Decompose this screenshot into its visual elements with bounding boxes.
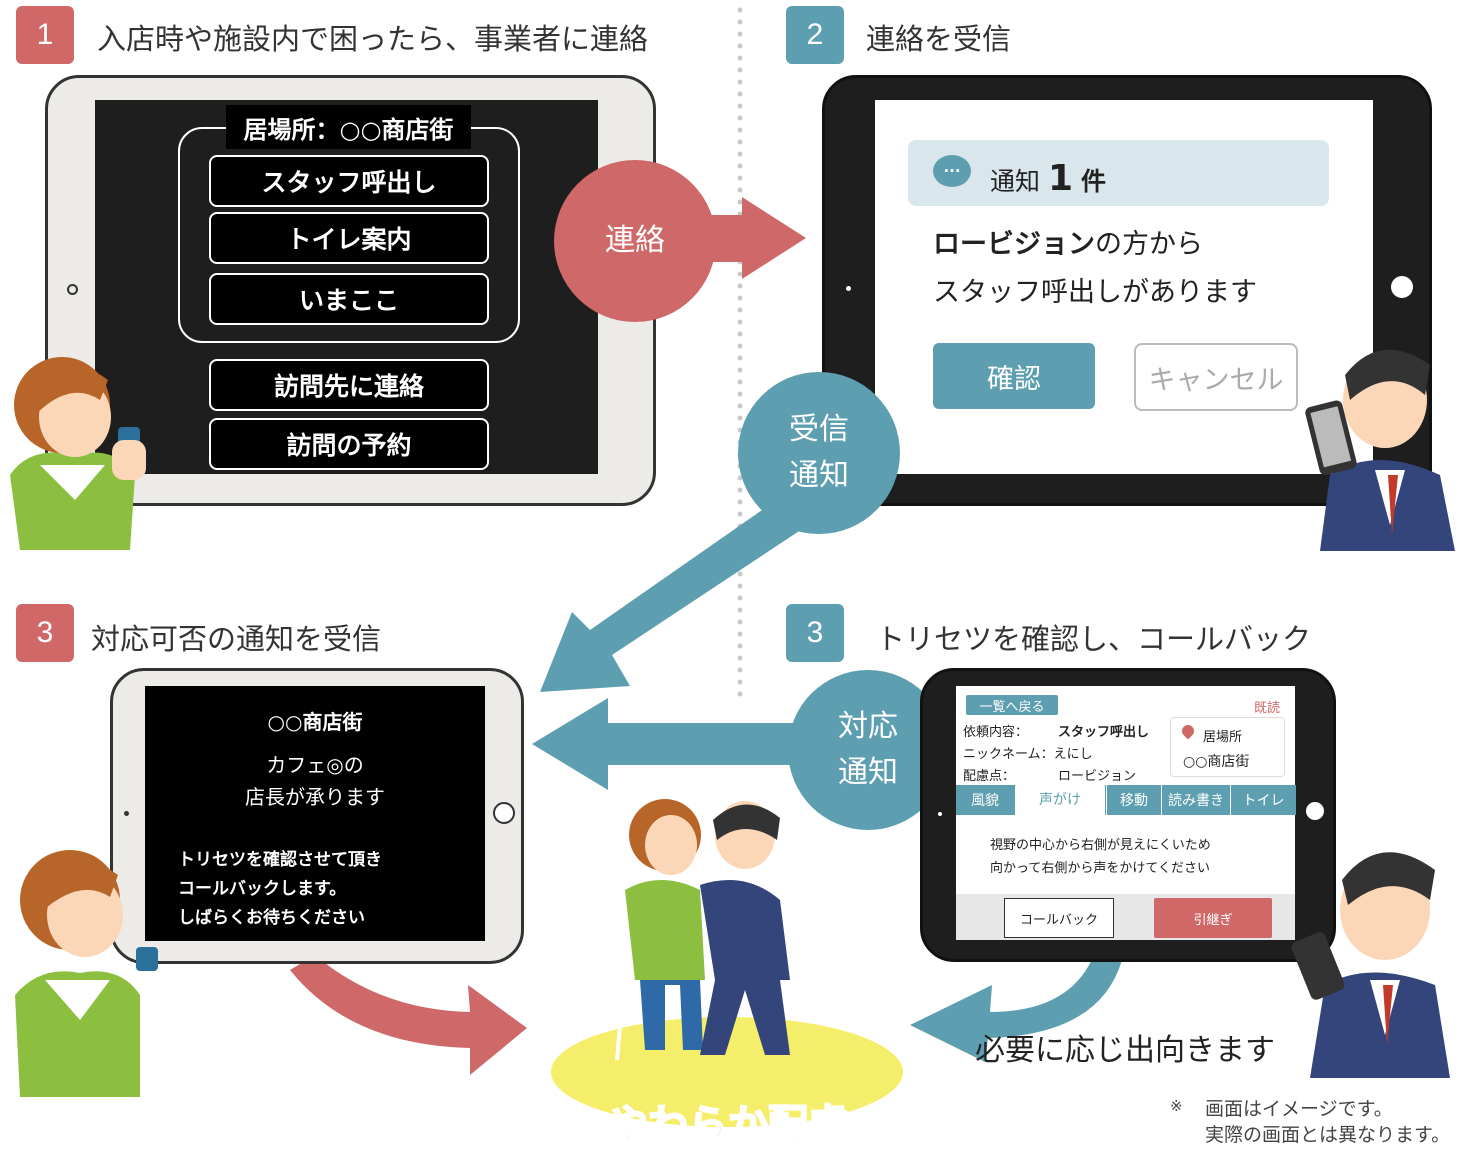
contact-circle: 連絡 (554, 160, 716, 322)
tab-movement[interactable]: 移動 (1106, 785, 1161, 815)
tablet-3-screen (145, 686, 485, 941)
tab-reading[interactable]: 読み書き (1161, 785, 1230, 815)
woman-with-smartwatch-illustration (10, 357, 146, 550)
step-3b-badge: 3 (786, 604, 844, 662)
callback-button[interactable]: コールバック (1004, 898, 1114, 938)
back-to-list-button[interactable]: 一覧へ戻る (966, 695, 1058, 715)
location-card-label: 居場所 (1203, 730, 1243, 745)
notice-label: 通知 (990, 167, 1041, 196)
sender-line: ロービジョンの方から (933, 222, 1203, 261)
step-2-badge: 2 (786, 6, 844, 64)
sender-type: ロービジョン (933, 229, 1095, 260)
tablet-3-camera (124, 811, 129, 816)
go-out-caption: 必要に応じ出向きます (975, 1033, 1275, 1068)
request-label: 依頼内容： (963, 725, 1029, 740)
note-line-2: 実際の画面とは異なります。 (1205, 1124, 1451, 1146)
sender-suffix: の方から (1095, 229, 1203, 260)
note-mark: ※ (1170, 1097, 1183, 1115)
visit-reservation-button[interactable]: 訪問の予約 (209, 418, 489, 470)
receive-notice-label: 通知 (789, 458, 849, 493)
receive-label: 受信 (789, 411, 849, 447)
tablet-4-camera (938, 812, 942, 816)
location-card-value: ○○商店街 (1183, 754, 1250, 770)
reply-manager: 店長が承ります (245, 785, 385, 809)
response-label: 対応 (838, 708, 898, 744)
care-label: 配慮点： (963, 769, 1016, 784)
location-label: 居場所：○○商店街 (226, 105, 471, 149)
brand-logo: やわらか配慮 (607, 1101, 849, 1149)
tablet-3-home-button (493, 802, 515, 824)
reply-callback-line: コールバックします。 (178, 879, 347, 899)
step-1-badge: 1 (16, 6, 74, 64)
nickname-label: ニックネーム：えにし (963, 747, 1093, 762)
confirm-button[interactable]: 確認 (933, 343, 1095, 409)
step-3b-title: トリセツを確認し、コールバック (876, 622, 1312, 656)
staff-call-button[interactable]: スタッフ呼出し (209, 155, 489, 207)
notice-text: 通知 1 件 (990, 158, 1106, 199)
step-3a-badge: 3 (16, 604, 74, 662)
request-value: スタッフ呼出し (1058, 725, 1150, 740)
tab-appearance[interactable]: 風貌 (956, 785, 1014, 815)
notice-unit: 件 (1080, 167, 1106, 196)
step-2-title: 連絡を受信 (866, 22, 1012, 56)
tablet-2-camera (846, 286, 851, 291)
staff-with-phone-illustration-2 (1291, 852, 1450, 1078)
note-line-1: 画面はイメージです。 (1205, 1098, 1393, 1120)
contact-label: 連絡 (605, 222, 665, 258)
reply-confirm-line: トリセツを確認させて頂き (178, 850, 382, 870)
walking-pair-illustration (615, 799, 790, 1061)
message-line: スタッフ呼出しがあります (933, 277, 1257, 308)
step-3a-title: 対応可否の通知を受信 (91, 622, 382, 656)
reply-wait-line: しばらくお待ちください (178, 908, 365, 928)
receive-notice-circle: 受信 通知 (738, 372, 900, 534)
handover-button[interactable]: 引継ぎ (1154, 898, 1272, 938)
tablet-1-camera (67, 284, 78, 295)
step-1-title: 入店時や施設内で困ったら、事業者に連絡 (97, 22, 649, 56)
reply-place: ○○商店街 (267, 710, 363, 734)
tablet-2-home-button (1391, 276, 1413, 298)
cancel-button[interactable]: キャンセル (1134, 343, 1298, 411)
read-status: 既読 (1254, 701, 1281, 716)
care-value: ロービジョン (1058, 769, 1137, 784)
toilet-guide-button[interactable]: トイレ案内 (209, 212, 489, 264)
staff-with-phone-illustration-1 (1305, 349, 1455, 551)
reply-shop: カフェ◎の (266, 753, 364, 777)
contact-destination-button[interactable]: 訪問先に連絡 (209, 359, 489, 411)
notice-bar (908, 140, 1329, 206)
response-notice-label: 通知 (838, 755, 898, 790)
tab-voice[interactable]: 声がけ (1015, 783, 1105, 815)
tab-toilet[interactable]: トイレ (1230, 785, 1296, 815)
guide-text-2: 向かって右側から声をかけてください (990, 861, 1210, 876)
guide-text-1: 視野の中心から右側が見えにくいため (990, 838, 1211, 853)
chat-bubble-icon: ··· (933, 155, 971, 187)
notice-count: 1 (1047, 158, 1074, 199)
current-location-button[interactable]: いまここ (209, 273, 489, 325)
tablet-4-home-button (1306, 802, 1324, 820)
woman-waving-illustration (15, 850, 158, 1097)
